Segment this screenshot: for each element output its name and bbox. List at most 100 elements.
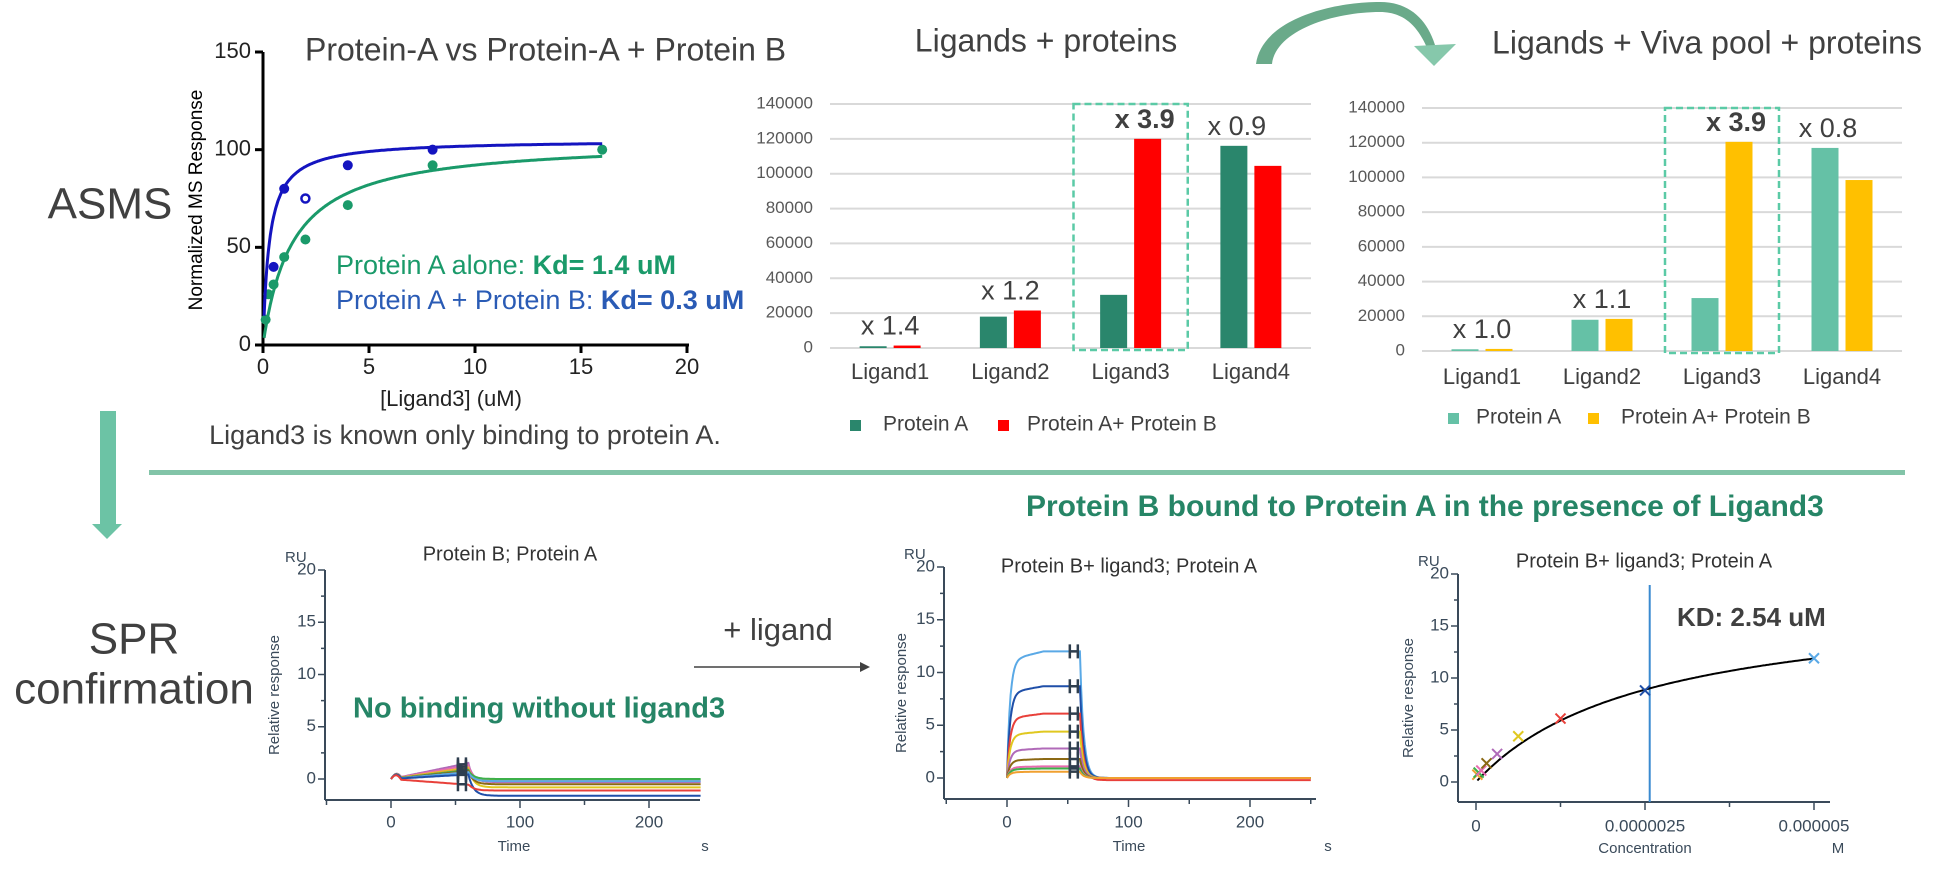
sensorgram-curve (390, 773, 701, 797)
report-point-marker (1068, 764, 1080, 779)
chart-title: Ligands + Viva pool + proteins (1492, 24, 1922, 60)
x-tick-label: 0.0000025 (1605, 816, 1685, 835)
legend-name: Protein A + Protein B: (336, 285, 601, 315)
sensorgram-curve (390, 774, 701, 792)
chart-title: Protein-A vs Protein-A + Protein B (305, 31, 786, 67)
x-tick-label: 100 (1114, 812, 1142, 831)
data-point (597, 144, 608, 155)
fit-curve (1476, 657, 1815, 782)
y-tick-label: 15 (297, 612, 316, 631)
down-arrow-head-icon (92, 524, 122, 539)
y-tick-label: 60000 (766, 233, 813, 252)
chart-title: Protein B+ ligand3; Protein A (1001, 555, 1258, 577)
report-point-marker (456, 777, 468, 792)
legend-label: Protein A+ Protein B (1027, 413, 1217, 436)
category-label: Ligand3 (1091, 359, 1169, 384)
data-point-cross (1480, 757, 1493, 769)
x-tick-label: 200 (635, 812, 663, 831)
data-point-cross (1808, 652, 1820, 664)
x-unit-label: M (1832, 840, 1845, 857)
y-axis-label: Relative response (266, 635, 283, 755)
x-tick-label: 100 (506, 812, 534, 831)
y-tick-label: 20 (916, 556, 935, 575)
legend-swatch (1448, 413, 1459, 424)
chart-title: Protein B+ ligand3; Protein A (1516, 550, 1773, 572)
y-tick-label: 20000 (1358, 306, 1405, 325)
data-point (342, 200, 353, 211)
bar-ligand3-a (1691, 298, 1719, 351)
y-tick-label: 10 (1430, 667, 1449, 686)
sensorgram-curve (390, 771, 701, 783)
category-label: Ligand4 (1212, 359, 1290, 384)
bar-ligand2-a-plus-b (1605, 318, 1633, 351)
y-tick-label: 60000 (1358, 236, 1405, 255)
data-point-cross (1639, 684, 1651, 697)
y-tick-label: 120000 (756, 128, 813, 147)
bar-ligand1-a (859, 346, 887, 348)
bar-ligand4-a (1811, 147, 1839, 351)
highlight-box (1663, 106, 1781, 355)
y-unit-label: RU (285, 549, 307, 566)
x-unit-label: s (1324, 838, 1332, 855)
category-label: Ligand1 (851, 359, 929, 384)
report-point-marker (1068, 706, 1080, 721)
highlight-box (1072, 102, 1189, 352)
y-tick-label: 20000 (766, 303, 813, 322)
y-tick-label: 10 (297, 664, 316, 683)
y-tick-label: 0 (1396, 340, 1405, 359)
bar-ligand2-a (1571, 319, 1599, 351)
x-tick-label: 0 (257, 354, 269, 379)
data-point (342, 160, 353, 171)
x-tick-label: 0 (1002, 812, 1011, 831)
fold-change-label: x 1.1 (1573, 284, 1632, 314)
fold-change-label: x 3.9 (1115, 104, 1175, 134)
section-divider (149, 470, 1905, 475)
y-unit-label: RU (1418, 553, 1440, 570)
ligand3-note: Ligand3 is known only binding to protein… (209, 420, 721, 450)
bar-ligand2-a-plus-b (1013, 310, 1041, 348)
data-point (427, 160, 438, 171)
y-tick-label: 0 (926, 767, 935, 786)
data-point (279, 183, 290, 194)
x-axis-label: Concentration (1598, 840, 1691, 857)
x-tick-label: 15 (569, 354, 593, 379)
bar-ligand3-a-plus-b (1725, 141, 1753, 351)
y-tick-label: 10 (916, 662, 935, 681)
curved-arrow-head-icon (1414, 44, 1456, 66)
legend-kd: Kd= 0.3 uM (601, 285, 744, 315)
y-tick-label: 0 (239, 331, 251, 356)
x-tick-label: 10 (463, 354, 487, 379)
data-point-cross (1554, 712, 1567, 725)
sensorgram-curve (1006, 712, 1311, 782)
sensorgram-curve (1006, 747, 1311, 779)
section-label-confirmation: confirmation (14, 665, 254, 714)
data-point (427, 144, 438, 155)
y-tick-label: 0 (307, 768, 316, 787)
fit-curve (262, 154, 603, 339)
x-tick-label: 200 (1236, 812, 1264, 831)
fold-change-label: x 0.8 (1799, 113, 1858, 143)
report-point-marker (1068, 644, 1080, 659)
bar-ligand1-a (1451, 349, 1479, 351)
data-point-cross (1512, 730, 1524, 742)
category-label: Ligand4 (1803, 364, 1881, 389)
report-point-marker (1068, 679, 1080, 694)
fold-change-label: x 1.0 (1453, 314, 1512, 344)
data-point (279, 252, 290, 263)
bar-ligand4-a-plus-b (1845, 180, 1873, 351)
y-tick-label: 0 (1440, 771, 1449, 790)
legend-swatch (1588, 413, 1599, 424)
y-tick-label: 80000 (1358, 202, 1405, 221)
legend-entry: Protein A alone: Kd= 1.4 uM (336, 250, 676, 280)
no-binding-label: No binding without ligand3 (353, 693, 725, 725)
x-axis-label: Time (1113, 838, 1146, 855)
x-axis-label: Time (498, 838, 531, 855)
x-axis-label: [Ligand3] (uM) (380, 386, 522, 411)
legend-swatch (998, 420, 1009, 431)
plus-ligand-label: + ligand (723, 612, 832, 647)
legend-swatch (850, 420, 861, 431)
bar-ligand2-a (979, 316, 1007, 348)
